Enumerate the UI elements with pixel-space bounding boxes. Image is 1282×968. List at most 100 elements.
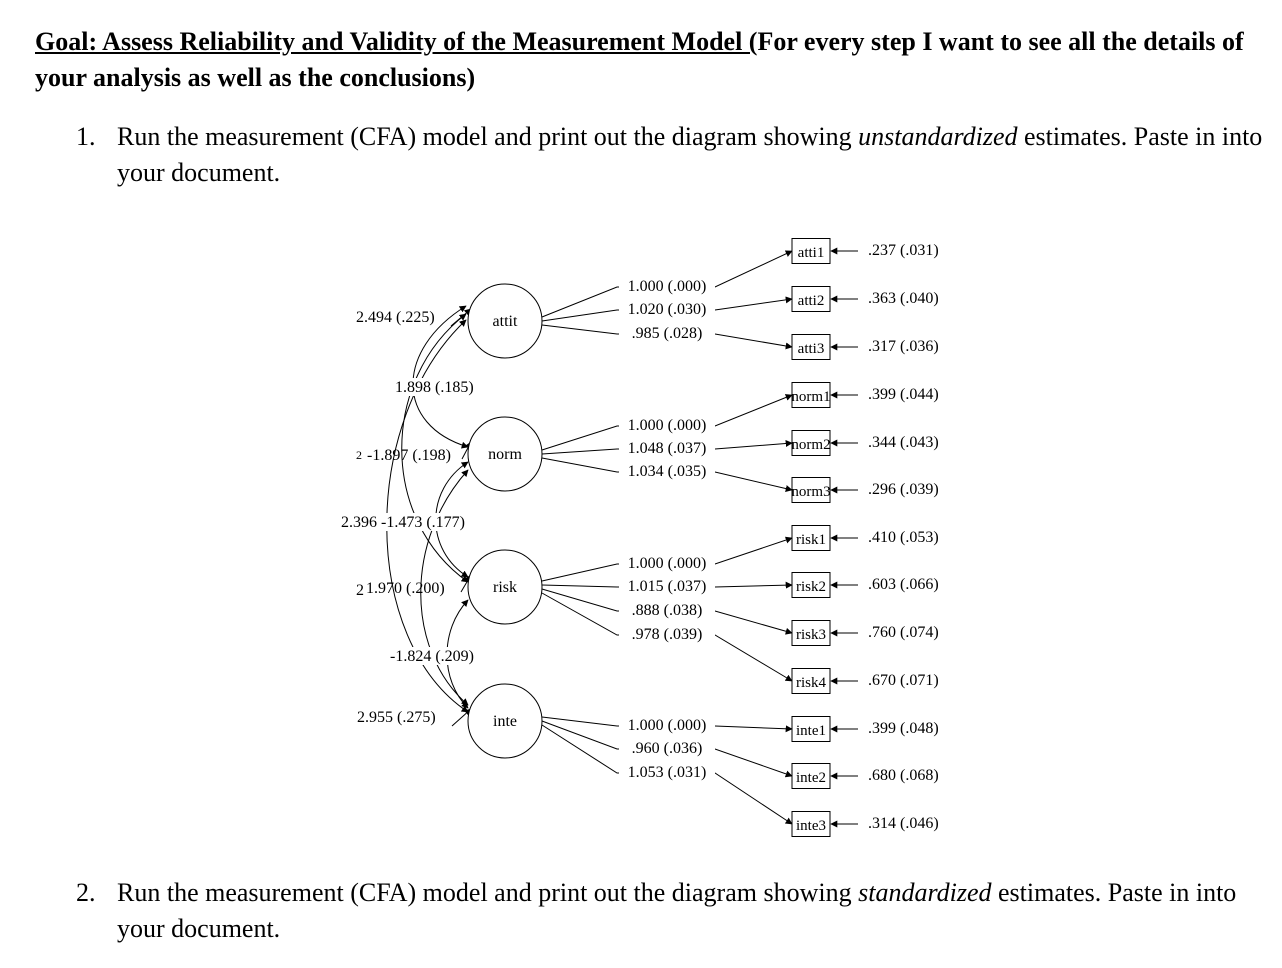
step-2-number: 2. xyxy=(76,878,96,907)
indicator-label-risk3: risk3 xyxy=(796,627,826,643)
indicator-box-atti2 xyxy=(791,286,831,312)
indicator-label-risk1: risk1 xyxy=(796,532,826,548)
step-2-text-after: estimates. Paste in into your document. xyxy=(117,878,1237,943)
error-label-atti1: .237 (.031) xyxy=(868,242,939,259)
indicator-label-inte2: inte2 xyxy=(796,770,826,786)
variance-label-norm: -1.897 (.198) xyxy=(367,447,451,464)
indicator-box-inte2 xyxy=(791,763,831,789)
latent-attit xyxy=(467,283,543,359)
error-label-risk3: .760 (.074) xyxy=(868,624,939,641)
indicator-label-atti2: atti2 xyxy=(798,293,825,309)
loading-label-norm1: 1.000 (.000) xyxy=(628,417,707,434)
error-label-risk2: .603 (.066) xyxy=(868,576,939,593)
loading-bg-norm2 xyxy=(619,438,715,455)
loading-label-inte2: .960 (.036) xyxy=(632,740,703,757)
variance-label-risk: 1.970 (.200) xyxy=(366,580,445,597)
stray-glyph-1: 2 xyxy=(356,582,364,599)
indicator-label-norm3: norm3 xyxy=(791,484,830,500)
covariance-curve-attit-risk xyxy=(401,313,469,583)
indicator-box-inte1 xyxy=(791,716,831,742)
loading-bg-norm1 xyxy=(619,415,715,432)
variance-label-inte: 2.955 (.275) xyxy=(357,709,436,726)
loading-label-risk4: .978 (.039) xyxy=(632,626,703,643)
loading-label-risk2: 1.015 (.037) xyxy=(628,578,707,595)
loading-label-risk3: .888 (.038) xyxy=(632,602,703,619)
error-label-risk4: .670 (.071) xyxy=(868,672,939,689)
covariance-bg-0 xyxy=(393,378,482,396)
variance-label-attit: 2.494 (.225) xyxy=(356,309,435,326)
error-label-norm2: .344 (.043) xyxy=(868,434,939,451)
indicator-label-inte3: inte3 xyxy=(796,818,826,834)
stray-glyph-0: 2 xyxy=(356,448,362,462)
latent-risk xyxy=(467,549,543,625)
error-label-norm1: .399 (.044) xyxy=(868,386,939,403)
indicator-label-atti1: atti1 xyxy=(798,245,825,261)
error-label-risk1: .410 (.053) xyxy=(868,529,939,546)
error-label-norm3: .296 (.039) xyxy=(868,481,939,498)
indicator-box-risk2 xyxy=(791,572,831,598)
indicator-label-inte1: inte1 xyxy=(796,723,826,739)
error-label-inte2: .680 (.068) xyxy=(868,767,939,784)
latent-label-attit: attit xyxy=(493,313,518,330)
goal-heading-rest: For every step I want to see all the det… xyxy=(35,27,1244,92)
indicator-box-risk1 xyxy=(791,525,831,551)
indicator-box-atti3 xyxy=(791,334,831,360)
indicator-box-risk4 xyxy=(791,668,831,694)
error-label-atti3: .317 (.036) xyxy=(868,338,939,355)
loading-label-norm2: 1.048 (.037) xyxy=(628,440,707,457)
step-1-number: 1. xyxy=(76,122,96,151)
indicator-box-risk3 xyxy=(791,620,831,646)
loading-label-atti3: .985 (.028) xyxy=(632,325,703,342)
covariance-curve-norm-inte xyxy=(420,469,469,706)
error-label-atti2: .363 (.040) xyxy=(868,290,939,307)
loading-bg-inte2 xyxy=(619,738,715,755)
latent-label-norm: norm xyxy=(488,446,522,463)
loading-bg-norm3 xyxy=(619,461,715,478)
loading-label-risk1: 1.000 (.000) xyxy=(628,555,707,572)
goal-heading: Goal: Assess Reliability and Validity of… xyxy=(35,24,1255,96)
covariance-label-0: 1.898 (.185) xyxy=(395,379,474,396)
error-label-inte3: .314 (.046) xyxy=(868,815,939,832)
covariance-label-1: 2.396 -1.473 (.177) xyxy=(341,514,465,531)
goal-heading-underlined: Goal: Assess Reliability and Validity of… xyxy=(35,27,758,56)
latent-label-inte: inte xyxy=(493,713,517,730)
indicator-label-norm1: norm1 xyxy=(791,389,830,405)
indicator-label-risk2: risk2 xyxy=(796,579,826,595)
indicator-box-norm2 xyxy=(791,430,831,456)
step-1-text-before: Run the measurement (CFA) model and prin… xyxy=(117,122,859,151)
latent-inte xyxy=(467,683,543,759)
loading-bg-risk2 xyxy=(619,576,715,593)
loading-bg-atti2 xyxy=(619,299,715,316)
step-1-emphasis: unstandardized xyxy=(858,122,1018,151)
loading-label-norm3: 1.034 (.035) xyxy=(628,463,707,480)
loading-bg-risk1 xyxy=(619,553,715,570)
step-1-text-after: estimates. Paste in into your document. xyxy=(117,122,1263,187)
latent-label-risk: risk xyxy=(493,579,517,596)
step-2-emphasis: standardized xyxy=(858,878,992,907)
latent-norm xyxy=(467,416,543,492)
covariance-label-2: -1.824 (.209) xyxy=(390,648,474,665)
loading-bg-atti1 xyxy=(619,276,715,293)
indicator-box-norm3 xyxy=(791,477,831,503)
step-1-text: Run the measurement (CFA) model and prin… xyxy=(117,119,1267,191)
covariance-bg-2 xyxy=(388,647,485,665)
loading-bg-inte3 xyxy=(619,762,715,779)
step-2-text: Run the measurement (CFA) model and prin… xyxy=(117,875,1267,947)
loading-label-atti2: 1.020 (.030) xyxy=(628,301,707,318)
indicator-box-inte3 xyxy=(791,811,831,837)
indicator-label-norm2: norm2 xyxy=(791,437,830,453)
indicator-box-atti1 xyxy=(791,238,831,264)
loading-bg-risk3 xyxy=(619,600,715,617)
covariance-bg-1 xyxy=(339,513,480,531)
covariance-curve-attit-norm xyxy=(412,305,469,449)
error-label-inte1: .399 (.048) xyxy=(868,720,939,737)
indicator-label-atti3: atti3 xyxy=(798,341,825,357)
loading-bg-risk4 xyxy=(619,624,715,641)
loading-bg-atti3 xyxy=(619,323,715,340)
loading-label-atti1: 1.000 (.000) xyxy=(628,278,707,295)
loading-label-inte3: 1.053 (.031) xyxy=(628,764,707,781)
loading-label-inte1: 1.000 (.000) xyxy=(628,717,707,734)
step-2-text-before: Run the measurement (CFA) model and prin… xyxy=(117,878,859,907)
indicator-label-risk4: risk4 xyxy=(796,675,827,691)
